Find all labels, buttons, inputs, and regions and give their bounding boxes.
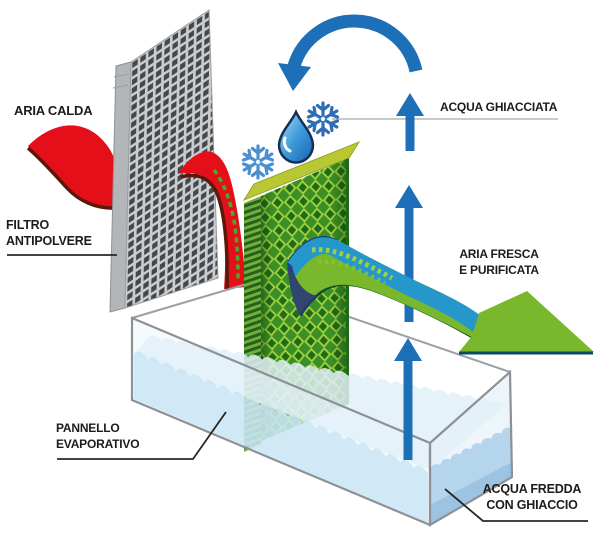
snowflake-icon <box>306 103 339 135</box>
label-pannello-evaporativo: PANNELLO EVAPORATIVO <box>56 420 140 452</box>
snowflake-icon <box>241 146 274 178</box>
circulation-arrow-icon <box>278 14 423 91</box>
up-arrow-icon <box>396 93 424 151</box>
label-aria-fresca-line1: ARIA FRESCA <box>459 247 539 261</box>
label-pointer-line-pannello <box>57 411 227 460</box>
label-acqua-fredda-line1: ACQUA FREDDA <box>482 482 582 496</box>
label-filtro-line2: ANTIPOLVERE <box>6 234 92 248</box>
label-pointer-line-acqua-fredda <box>444 488 588 522</box>
up-arrow-icon <box>395 185 423 322</box>
label-acqua-ghiacciata: ACQUA GHIACCIATA <box>440 100 558 114</box>
label-aria-fresca: ARIA FRESCA E PURIFICATA <box>444 246 554 278</box>
dust-filter-grid <box>109 9 219 313</box>
water-tank <box>130 316 514 527</box>
label-aria-fresca-line2: E PURIFICATA <box>459 263 539 277</box>
label-pointer-lines <box>7 254 588 522</box>
label-pannello-line2: EVAPORATIVO <box>56 437 140 451</box>
label-filtro-line1: FILTRO <box>6 218 50 232</box>
water-drop-icon <box>277 108 315 164</box>
label-aria-calda: ARIA CALDA <box>14 103 93 118</box>
label-acqua-fredda-line2: CON GHIACCIO <box>486 498 578 512</box>
label-pannello-line1: PANNELLO <box>56 421 120 435</box>
hot-air-ribbon <box>26 125 117 210</box>
label-acqua-fredda: ACQUA FREDDA CON GHIACCIO <box>477 481 587 513</box>
label-filtro-antipolvere: FILTRO ANTIPOLVERE <box>6 217 92 249</box>
up-arrow-icon <box>394 338 422 460</box>
fresh-air-arrowhead <box>459 291 594 355</box>
hot-air-ribbon-filtered <box>178 151 246 290</box>
dust-particles-trail <box>212 168 240 283</box>
cold-water-front <box>134 351 428 523</box>
